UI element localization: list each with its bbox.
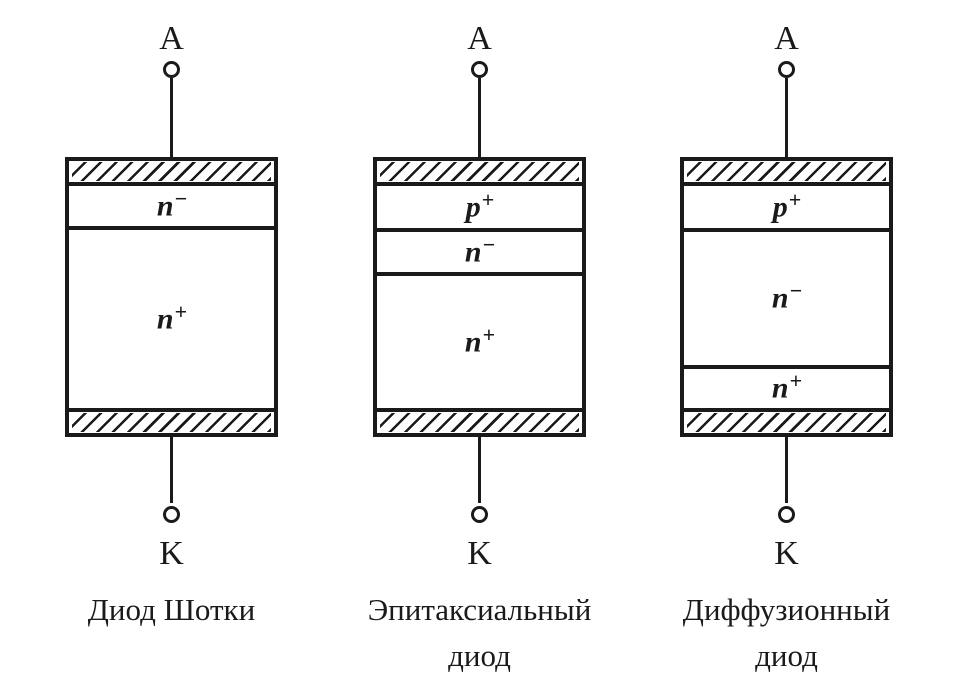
metal-contact-hatch-bottom bbox=[377, 408, 582, 433]
cathode-terminal-circle bbox=[163, 506, 180, 523]
anode-lead-wire bbox=[478, 78, 481, 157]
diode-body: p+ n− n+ bbox=[680, 157, 893, 437]
layer-label: p+ bbox=[772, 186, 802, 224]
semiconductor-layer: n− bbox=[684, 232, 889, 369]
epitaxial-diode-figure: A p+ n− n+ K Эпитаксиальный диод bbox=[368, 20, 592, 679]
caption-line: Диффузионный bbox=[682, 592, 891, 627]
schottky-diode-figure: A n− n+ K Диод Шотки bbox=[65, 20, 278, 633]
anode-terminal-circle bbox=[163, 61, 180, 78]
layer-label: n− bbox=[771, 278, 803, 315]
caption-line: диод bbox=[755, 638, 818, 673]
anode-label: A bbox=[467, 20, 492, 57]
caption-line: Диод Шотки bbox=[87, 592, 256, 627]
caption-line: Эпитаксиальный bbox=[367, 592, 592, 627]
metal-contact-hatch-bottom bbox=[69, 408, 274, 433]
cathode-lead-wire bbox=[785, 437, 788, 503]
semiconductor-layer: n+ bbox=[377, 276, 582, 408]
diode-caption: Диод Шотки bbox=[2, 587, 342, 633]
cathode-label: K bbox=[467, 535, 492, 572]
diffusion-diode-figure: A p+ n− n+ K Диффузионный диод bbox=[680, 20, 893, 679]
cathode-lead-wire bbox=[170, 437, 173, 503]
layer-label: p+ bbox=[465, 186, 495, 224]
semiconductor-layer: p+ bbox=[377, 186, 582, 232]
metal-contact-hatch-top bbox=[69, 161, 274, 186]
semiconductor-layer: n− bbox=[69, 186, 274, 230]
anode-lead-wire bbox=[785, 78, 788, 157]
semiconductor-layer: p+ bbox=[684, 186, 889, 232]
diode-body: p+ n− n+ bbox=[373, 157, 586, 437]
anode-label: A bbox=[774, 20, 799, 57]
diode-caption: Эпитаксиальный диод bbox=[310, 587, 650, 679]
semiconductor-layer: n+ bbox=[69, 230, 274, 408]
cathode-lead-wire bbox=[478, 437, 481, 503]
diode-caption: Диффузионный диод bbox=[617, 587, 957, 679]
semiconductor-layer: n− bbox=[377, 232, 582, 276]
layer-label: n− bbox=[156, 185, 188, 223]
anode-label: A bbox=[159, 20, 184, 57]
layer-label: n+ bbox=[156, 298, 188, 336]
cathode-label: K bbox=[774, 535, 799, 572]
cathode-terminal-circle bbox=[471, 506, 488, 523]
anode-terminal-circle bbox=[471, 61, 488, 78]
layer-label: n− bbox=[464, 231, 496, 269]
layer-label: n+ bbox=[771, 368, 803, 405]
anode-lead-wire bbox=[170, 78, 173, 157]
metal-contact-hatch-top bbox=[377, 161, 582, 186]
anode-terminal-circle bbox=[778, 61, 795, 78]
cathode-terminal-circle bbox=[778, 506, 795, 523]
diode-body: n− n+ bbox=[65, 157, 278, 437]
layer-label: n+ bbox=[464, 321, 496, 359]
metal-contact-hatch-bottom bbox=[684, 408, 889, 433]
caption-line: диод bbox=[448, 638, 511, 673]
metal-contact-hatch-top bbox=[684, 161, 889, 186]
semiconductor-layer: n+ bbox=[684, 369, 889, 408]
cathode-label: K bbox=[159, 535, 184, 572]
